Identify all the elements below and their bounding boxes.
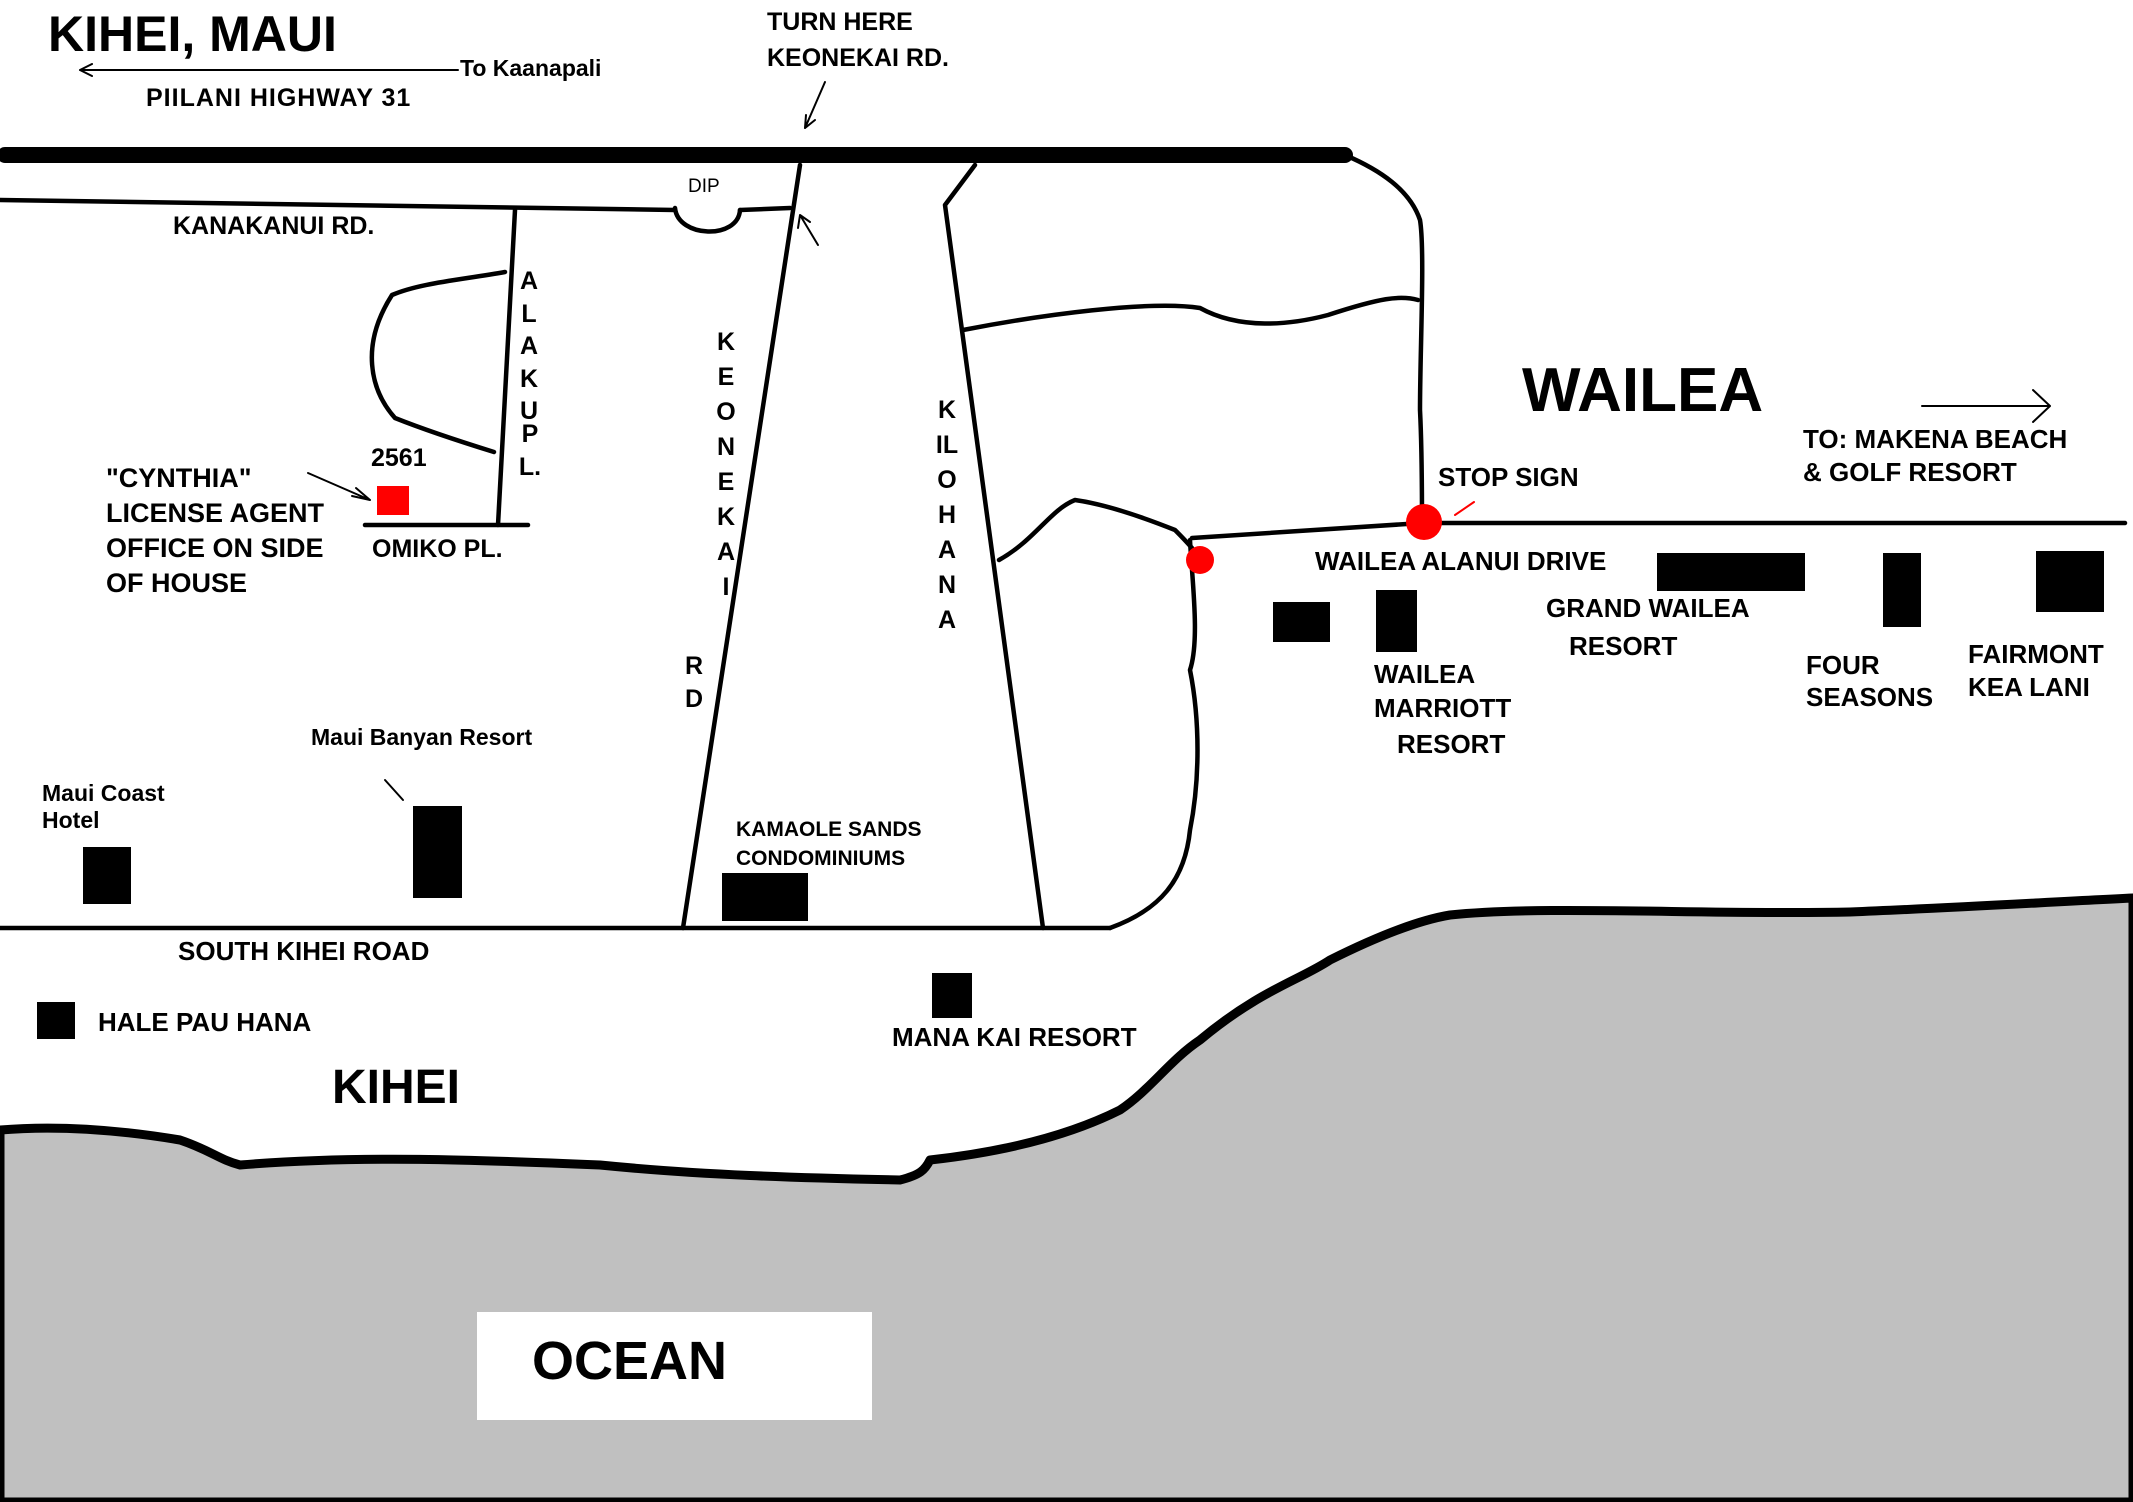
building-four-seasons <box>1883 553 1921 627</box>
kanakanui-label: KANAKANUI RD. <box>173 212 375 240</box>
building-wailea-marriott <box>1376 590 1417 652</box>
fairmont-label-2: KEA LANI <box>1968 672 2090 702</box>
alaku-loop <box>369 269 508 455</box>
fairmont-label-1: FAIRMONT <box>1968 639 2104 669</box>
red-dot-icon <box>1406 504 1442 540</box>
dip-label: DIP <box>688 176 720 197</box>
marriott-label-1: WAILEA <box>1374 659 1476 689</box>
south-kihei-label: SOUTH KIHEI ROAD <box>178 936 430 966</box>
alaku-place <box>495 207 518 528</box>
south-connector-road <box>1107 537 1200 931</box>
marriott-label-3: RESORT <box>1397 729 1506 759</box>
kilohana-vertical-label: KILOHANA <box>935 396 959 634</box>
grand-wailea-label-1: GRAND WAILEA <box>1546 593 1750 623</box>
hale-pau-hana-label: HALE PAU HANA <box>98 1007 312 1037</box>
building-grand-wailea <box>1657 553 1805 591</box>
arrow-right-icon <box>1921 389 2051 423</box>
to-makena-label-1: TO: MAKENA BEACH <box>1803 424 2068 454</box>
maui-coast-label-1: Maui Coast <box>42 780 165 806</box>
pl-label: PL. <box>518 420 542 481</box>
kilohana-road <box>942 162 1046 931</box>
building-unnamed <box>1273 602 1330 642</box>
kanakanui-road <box>0 197 793 213</box>
ocean-label: OCEAN <box>532 1331 728 1391</box>
keonekai-arrow-icon <box>797 214 819 246</box>
to-kaanapali-label: To Kaanapali <box>460 55 602 81</box>
building-fairmont <box>2036 551 2104 612</box>
wailea-alanui-drive <box>1189 520 2128 541</box>
red-dot-icon-west <box>1186 546 1214 574</box>
keonekai-vertical-label: KEONEKAI <box>716 328 736 601</box>
cynthia-arrow-icon <box>307 472 371 501</box>
of-house-label: OF HOUSE <box>106 568 248 598</box>
stop-sign-label: STOP SIGN <box>1438 462 1579 492</box>
wailea-alanui-label: WAILEA ALANUI DRIVE <box>1315 546 1607 576</box>
cross-road-lower <box>996 497 1195 563</box>
maui-banyan-label: Maui Banyan Resort <box>311 724 533 750</box>
keonekai-rd-label: KEONEKAI RD. <box>767 44 949 72</box>
highway-label: PIILANI HIGHWAY 31 <box>146 84 412 112</box>
building-maui-banyan <box>413 806 462 898</box>
building-kamaole-sands <box>722 873 808 921</box>
map-title: KIHEI, MAUI <box>48 6 337 62</box>
marriott-label-2: MARRIOTT <box>1374 693 1512 723</box>
four-seasons-label-1: FOUR <box>1806 650 1880 680</box>
banyan-pointer-icon <box>384 779 404 801</box>
to-makena-label-2: & GOLF RESORT <box>1803 457 2017 487</box>
red-square-icon <box>377 486 409 515</box>
ocean-area <box>0 893 2133 1502</box>
mana-kai-label: MANA KAI RESORT <box>892 1022 1137 1052</box>
arrow-left-icon <box>79 63 459 77</box>
office-side-label: OFFICE ON SIDE <box>106 533 324 563</box>
building-mana-kai <box>932 973 972 1018</box>
east-loop-road <box>1342 152 1425 526</box>
building-maui-coast-hotel <box>83 847 131 904</box>
maui-coast-label-2: Hotel <box>42 807 100 833</box>
turn-here-arrow-icon <box>804 81 826 129</box>
dip-curve <box>672 205 743 234</box>
wailea-label: WAILEA <box>1522 356 1764 425</box>
ocean-label-box <box>477 1312 872 1420</box>
keonekai-road <box>680 162 803 931</box>
rd-vertical-label: RD <box>684 652 704 713</box>
turn-here-label: TURN HERE <box>767 8 913 36</box>
cross-road-upper <box>960 295 1421 333</box>
kamaole-label-1: KAMAOLE SANDS <box>736 818 922 841</box>
stop-tick-icon <box>1454 501 1475 516</box>
omiko-label: OMIKO PL. <box>372 535 503 563</box>
four-seasons-label-2: SEASONS <box>1806 682 1934 712</box>
license-agent-label: LICENSE AGENT <box>106 498 325 528</box>
building-hale-pau-hana <box>37 1002 75 1039</box>
house-number-label: 2561 <box>371 444 427 472</box>
kamaole-label-2: CONDOMINIUMS <box>736 847 906 870</box>
kihei-label: KIHEI <box>332 1061 461 1114</box>
grand-wailea-label-2: RESORT <box>1569 631 1678 661</box>
alaku-label: ALAKU <box>519 267 539 425</box>
cynthia-label: "CYNTHIA" <box>106 463 252 493</box>
